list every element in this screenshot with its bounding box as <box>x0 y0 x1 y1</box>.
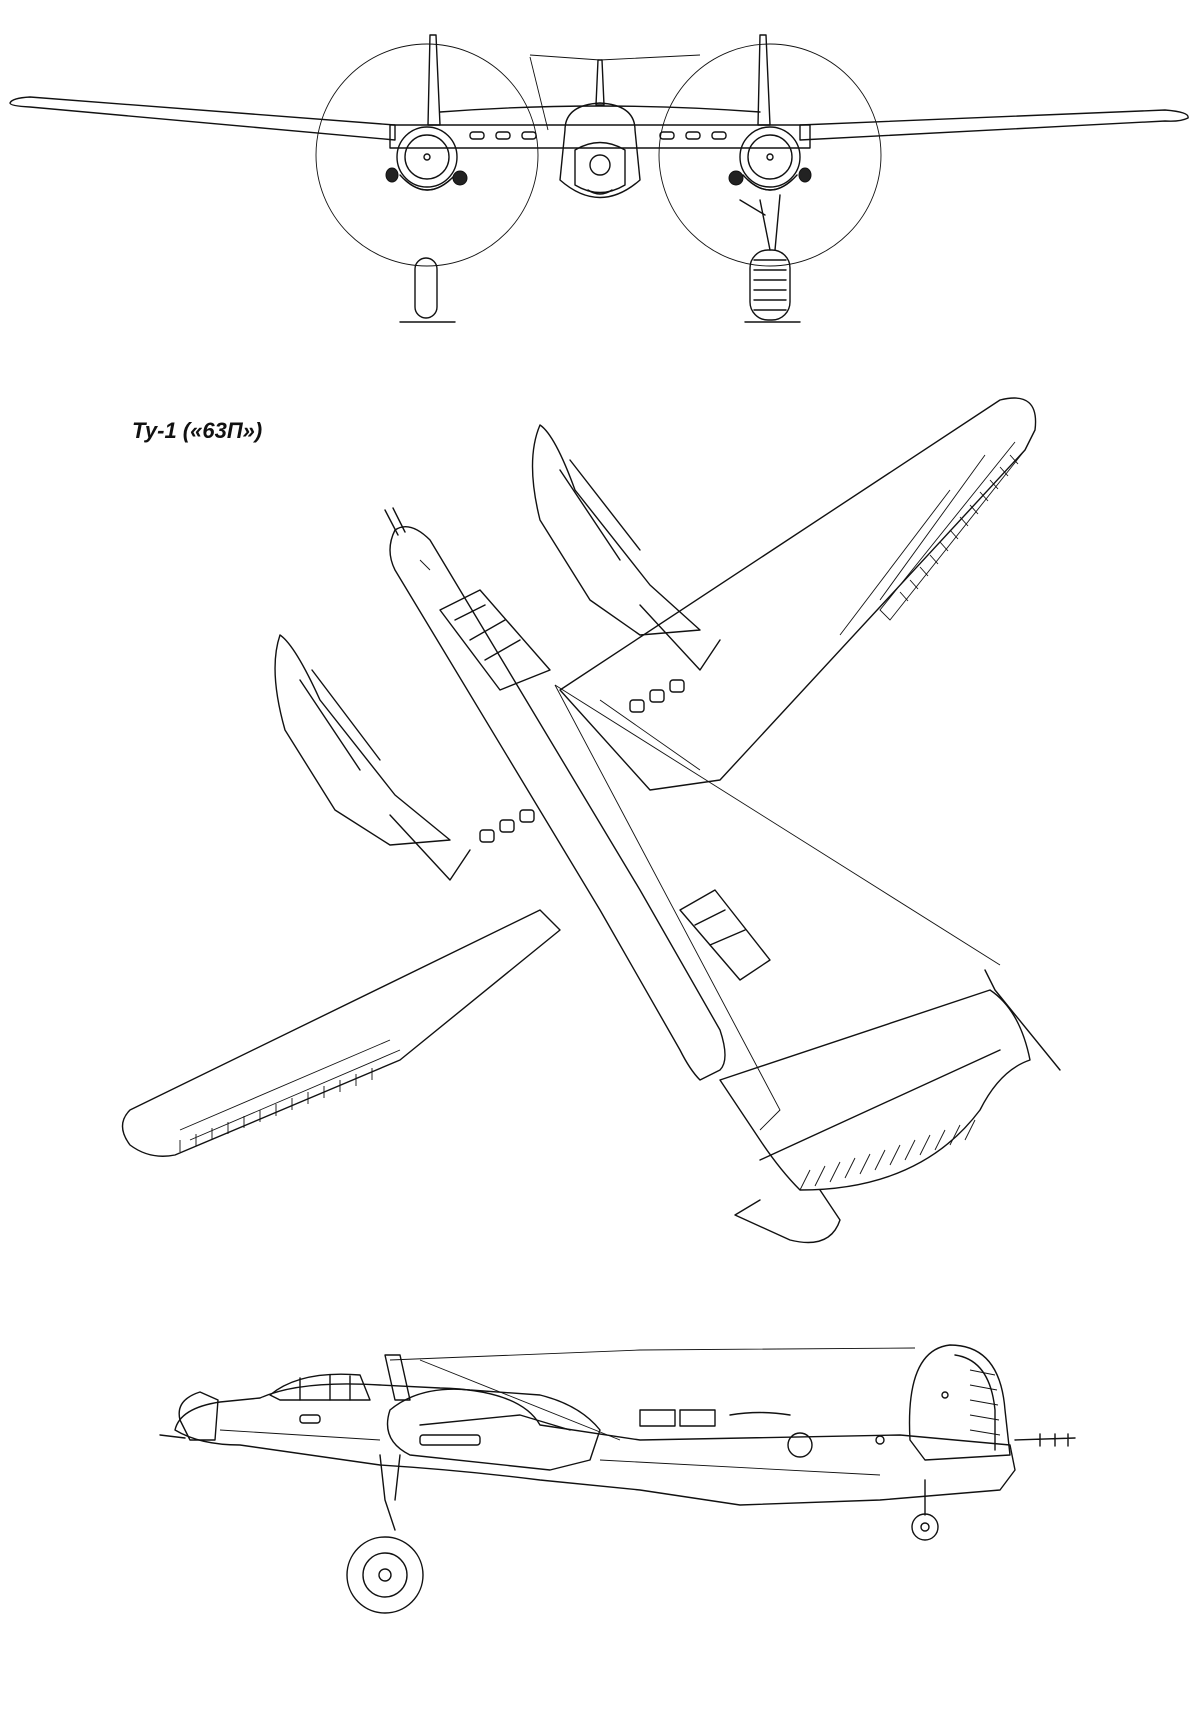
side-engine-nacelle <box>386 1388 601 1471</box>
side-fuselage <box>174 1383 1016 1506</box>
front-fuselage <box>559 59 641 199</box>
side-view-drawing <box>159 1344 1076 1614</box>
plan-fuselage <box>389 526 726 1081</box>
right-fin <box>757 34 771 126</box>
plan-canopy-rear <box>679 889 771 981</box>
right-wing <box>799 109 1189 141</box>
side-tail-wheel <box>911 1479 939 1541</box>
plan-wing-windows <box>479 679 685 843</box>
upper-wing <box>559 397 1037 791</box>
upper-wing-flap <box>879 441 1026 621</box>
left-engine <box>396 126 458 191</box>
right-engine <box>739 126 801 191</box>
right-landing-gear <box>739 194 801 323</box>
left-landing-gear <box>399 257 456 323</box>
side-rear-hatch <box>639 1409 791 1427</box>
left-propeller-disc <box>315 43 539 267</box>
left-fin <box>427 34 441 126</box>
tailplane-elevator <box>799 1119 976 1191</box>
center-windows <box>469 131 727 140</box>
lower-engine-nacelle <box>274 634 471 881</box>
side-fin <box>908 1344 1011 1461</box>
plan-view <box>0 370 1200 1320</box>
lower-wing-flap <box>179 1068 373 1152</box>
front-view-drawing <box>9 34 1189 323</box>
left-wing <box>9 96 396 141</box>
center-section <box>389 124 811 149</box>
fuselage-roundel <box>787 1432 813 1458</box>
side-canopy <box>269 1373 371 1401</box>
upper-engine-nacelle <box>531 424 721 671</box>
right-propeller-disc <box>658 43 882 267</box>
drawing-caption: Ту-1 («63П») <box>132 418 263 443</box>
side-view <box>0 1330 1200 1715</box>
lower-wing <box>121 909 561 1157</box>
front-view <box>0 0 1200 340</box>
plan-view-drawing <box>121 397 1061 1244</box>
side-main-gear <box>346 1454 424 1614</box>
plan-canopy-front <box>439 589 551 691</box>
plan-tailplane <box>719 969 1061 1244</box>
